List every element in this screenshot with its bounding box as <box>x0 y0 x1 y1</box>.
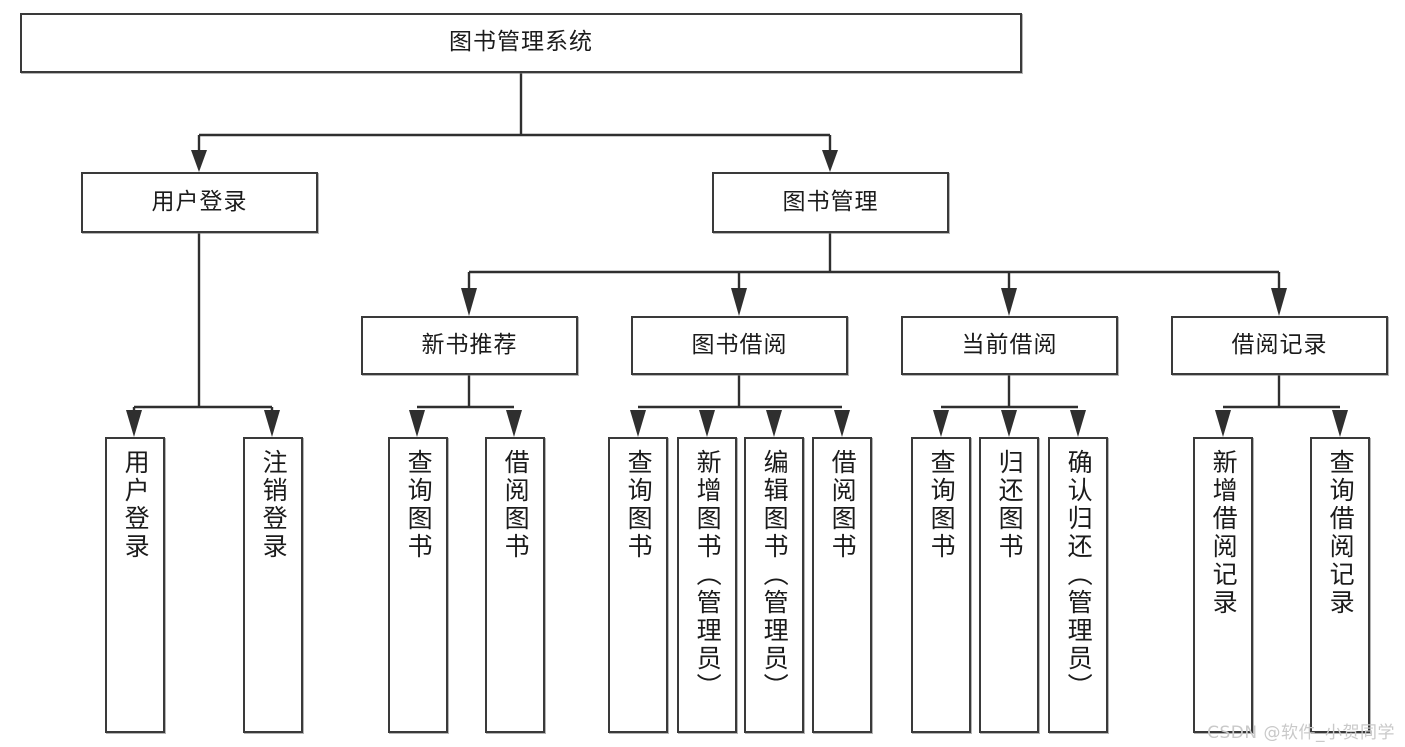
arrow-bb-leaf-4 <box>834 410 850 437</box>
arrow-cb-leaf-2 <box>1001 410 1017 437</box>
arrow-bb-leaf-2 <box>699 410 715 437</box>
arrow-nb-leaf-1 <box>409 410 425 437</box>
leaf-borrow-book-2[interactable]: 借阅图书 <box>812 437 872 733</box>
node-label: 注销登录 <box>259 449 289 561</box>
arrow-nb-leaf-2 <box>506 410 522 437</box>
node-borrow-record[interactable]: 借阅记录 <box>1171 316 1388 375</box>
node-label: 图书借阅 <box>691 331 788 358</box>
leaf-add-book[interactable]: 新增图书（管理员） <box>677 437 737 733</box>
node-label: 查询图书 <box>404 449 434 561</box>
arrow-bm-to-book-borrow <box>731 288 747 316</box>
arrow-ul-leaf-2 <box>264 410 280 437</box>
node-label: 用户登录 <box>121 449 151 561</box>
arrow-ul-leaf-1 <box>126 410 142 437</box>
arrow-bm-to-current-borrow <box>1001 288 1017 316</box>
arrow-br-leaf-2 <box>1332 410 1348 437</box>
arrow-cb-leaf-3 <box>1070 410 1086 437</box>
arrow-bb-leaf-3 <box>766 410 782 437</box>
node-label: 编辑图书（管理员） <box>760 449 790 701</box>
node-label: 借阅记录 <box>1231 331 1328 358</box>
node-label: 借阅图书 <box>501 449 531 561</box>
node-label: 新书推荐 <box>421 331 518 358</box>
leaf-edit-book[interactable]: 编辑图书（管理员） <box>744 437 804 733</box>
node-label: 新增图书（管理员） <box>693 449 723 701</box>
node-user-login[interactable]: 用户登录 <box>81 172 318 233</box>
node-label: 当前借阅 <box>961 331 1058 358</box>
leaf-logout-login[interactable]: 注销登录 <box>243 437 303 733</box>
arrow-bm-to-new-book <box>461 288 477 316</box>
arrow-root-to-user-login <box>191 150 207 172</box>
node-label: 查询图书 <box>624 449 654 561</box>
leaf-query-book-2[interactable]: 查询图书 <box>608 437 668 733</box>
node-label: 借阅图书 <box>828 449 858 561</box>
leaf-confirm-return[interactable]: 确认归还（管理员） <box>1048 437 1108 733</box>
arrow-br-leaf-1 <box>1215 410 1231 437</box>
arrow-bm-to-borrow-record <box>1271 288 1287 316</box>
node-book-manage[interactable]: 图书管理 <box>712 172 949 233</box>
node-label: 新增借阅记录 <box>1209 449 1239 617</box>
leaf-add-record[interactable]: 新增借阅记录 <box>1193 437 1253 733</box>
csdn-watermark: CSDN @软件_小贺同学 <box>1207 723 1395 743</box>
leaf-user-login[interactable]: 用户登录 <box>105 437 165 733</box>
arrow-root-to-book-manage <box>822 150 838 172</box>
node-label: 确认归还（管理员） <box>1064 449 1094 701</box>
node-new-book-recommend[interactable]: 新书推荐 <box>361 316 578 375</box>
node-current-borrow[interactable]: 当前借阅 <box>901 316 1118 375</box>
node-label: 图书管理系统 <box>449 29 593 56</box>
node-label: 归还图书 <box>995 449 1025 561</box>
node-book-borrow[interactable]: 图书借阅 <box>631 316 848 375</box>
node-label: 图书管理 <box>782 188 879 215</box>
leaf-query-book-3[interactable]: 查询图书 <box>911 437 971 733</box>
arrow-cb-leaf-1 <box>933 410 949 437</box>
leaf-borrow-book-1[interactable]: 借阅图书 <box>485 437 545 733</box>
node-book-management-system[interactable]: 图书管理系统 <box>20 13 1022 73</box>
node-label: 查询图书 <box>927 449 957 561</box>
arrow-bb-leaf-1 <box>630 410 646 437</box>
leaf-query-record[interactable]: 查询借阅记录 <box>1310 437 1370 733</box>
node-label: 查询借阅记录 <box>1326 449 1356 617</box>
leaf-return-book[interactable]: 归还图书 <box>979 437 1039 733</box>
leaf-query-book-1[interactable]: 查询图书 <box>388 437 448 733</box>
node-label: 用户登录 <box>151 188 248 215</box>
